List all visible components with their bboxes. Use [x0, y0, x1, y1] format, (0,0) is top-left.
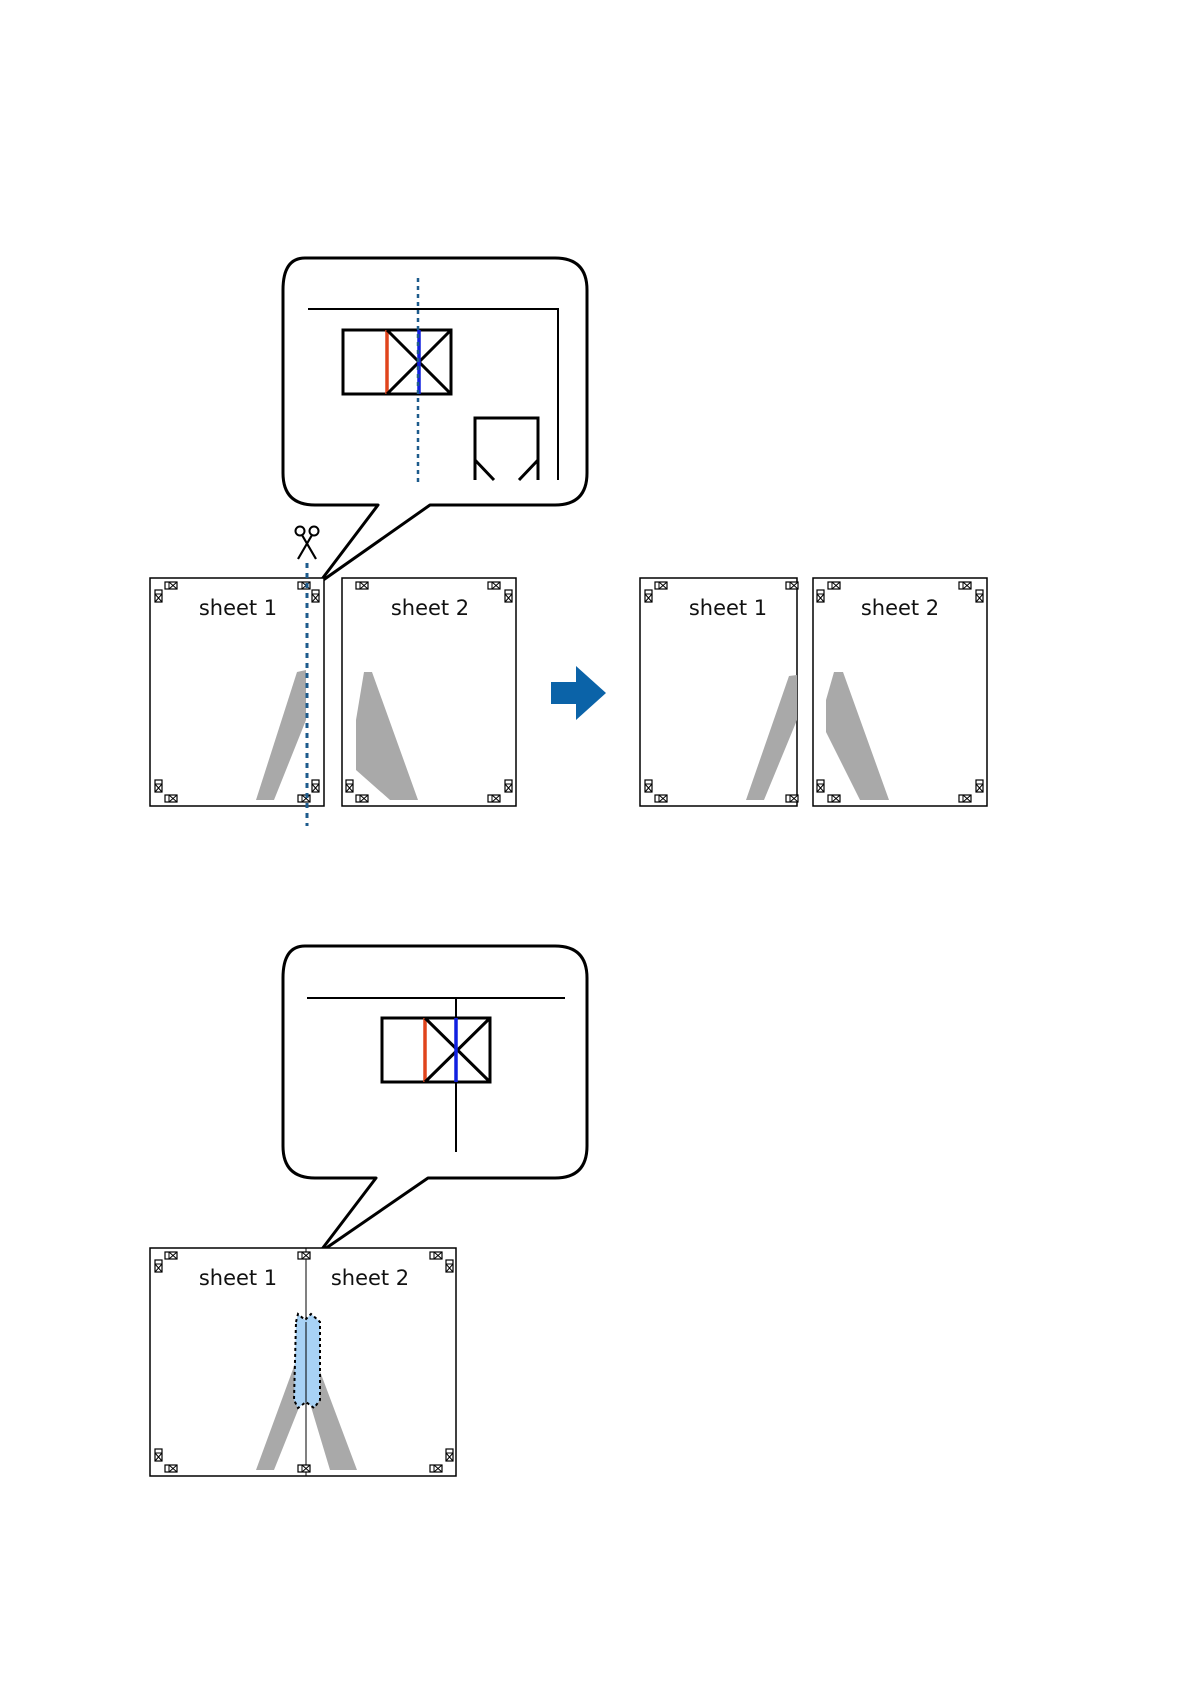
- sheet1-label: sheet 1: [199, 1266, 277, 1290]
- enlarged-registration-mark: [343, 330, 451, 394]
- sheet1-before-cut: sheet 1: [150, 578, 324, 806]
- step1: sheet 1 sheet 2: [150, 258, 987, 826]
- sheet2-before-cut: sheet 2: [342, 578, 516, 806]
- sheet1-label: sheet 1: [199, 596, 277, 620]
- right-arrow-icon: [551, 666, 606, 720]
- sheet2-after-cut: sheet 2: [813, 578, 987, 806]
- sheet2-label: sheet 2: [861, 596, 939, 620]
- glue-overlap-area: [294, 1314, 320, 1408]
- scissors-icon: [296, 527, 319, 560]
- joined-sheets: sheet 1 sheet 2: [150, 1248, 456, 1476]
- sheet2-label: sheet 2: [391, 596, 469, 620]
- zoom-callout-top: [283, 258, 587, 583]
- zoom-callout-bottom: [283, 946, 587, 1253]
- sheet1-label: sheet 1: [689, 596, 767, 620]
- sheet1-after-cut: sheet 1: [640, 578, 798, 806]
- aligned-registration-mark: [382, 1018, 490, 1082]
- step2: sheet 1 sheet 2: [150, 946, 587, 1476]
- sheet2-label: sheet 2: [331, 1266, 409, 1290]
